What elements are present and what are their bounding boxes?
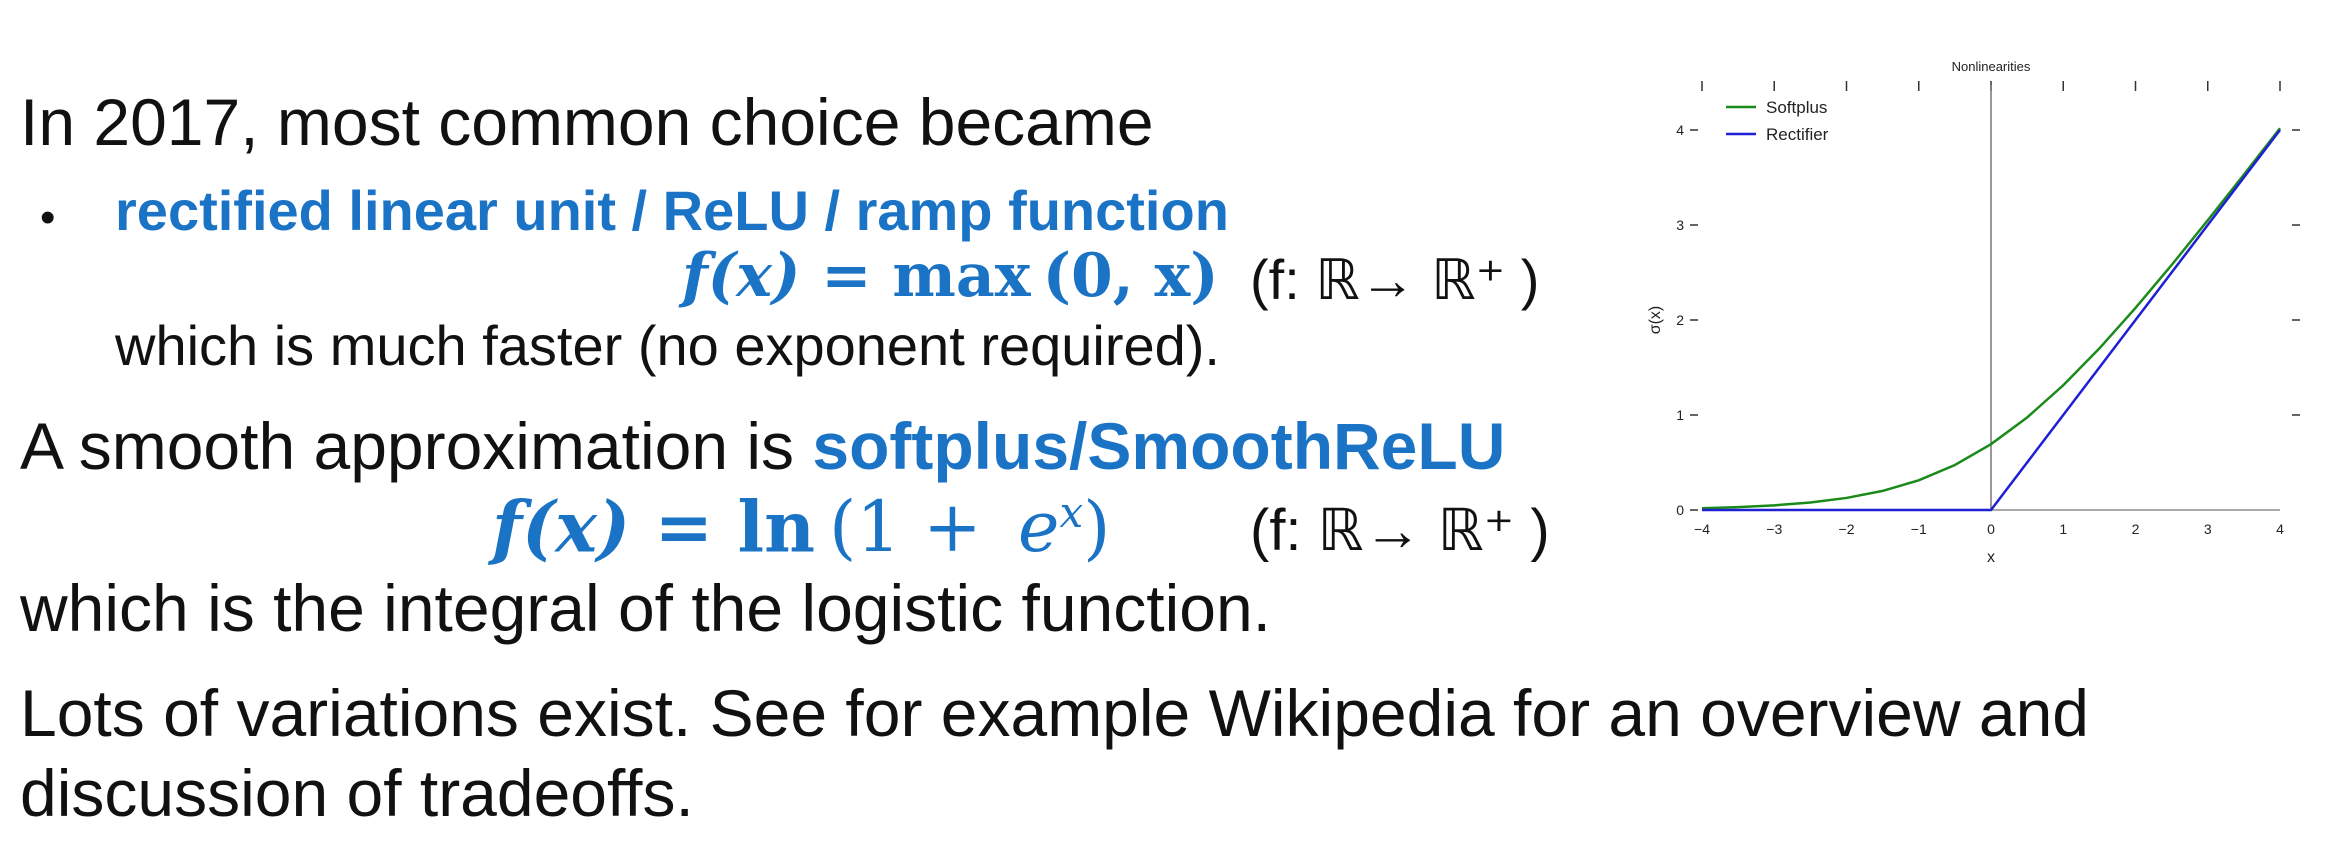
relu-formula-args: (0, x) [1042,241,1219,311]
chart-title: Nonlinearities [1952,59,2031,74]
y-axis-label: σ(x) [1647,306,1664,335]
x-axis-label: x [1987,549,1995,566]
y-tick-label: 3 [1676,217,1684,233]
relu-domain: (f: ℝ→ ℝ⁺ ) [1250,248,1540,311]
x-tick-label: 0 [1987,521,1995,537]
series-line-softplus [1701,127,2281,510]
softplus-formula-open: (1 + [829,486,1004,569]
x-tick-label: −3 [1766,521,1782,537]
softplus-formula: f(x) = ln(1 + ex) [492,492,1110,563]
relu-note: which is much faster (no exponent requir… [115,314,1220,377]
x-tick-label: 1 [2059,521,2067,537]
softplus-domain: (f: ℝ→ ℝ⁺ ) [1250,498,1550,563]
heading-line-2017: In 2017, most common choice became [20,85,1154,159]
softplus-formula-close: ) [1083,486,1111,569]
legend-label-rectifier: Rectifier [1766,125,1829,144]
y-tick-label: 2 [1676,312,1684,328]
softplus-formula-base: e [1018,486,1060,569]
bullet-dot: • [40,193,56,242]
relu-bullet-title: rectified linear unit / ReLU / ramp func… [115,179,1229,242]
legend-label-softplus: Softplus [1766,98,1827,117]
variations-line-1: Lots of variations exist. See for exampl… [20,676,2090,750]
softplus-name: softplus/SmoothReLU [812,409,1506,483]
nonlinearities-chart: Nonlinearities −4 −3 −2 −1 0 1 2 3 4 0 1 2 3 4 x σ(x) Sof… [1647,59,2300,566]
softplus-formula-eq: = [630,485,738,569]
x-tick-label: −4 [1694,521,1710,537]
x-tick-label: −2 [1839,521,1855,537]
x-tick-label: 3 [2204,521,2212,537]
integral-note: which is the integral of the logistic fu… [20,571,1272,645]
softplus-formula-exp: x [1059,488,1084,537]
relu-formula-lhs: f(x) [682,241,801,311]
relu-formula: f(x) = max(0, x) [682,246,1219,306]
smooth-approx-prefix: A smooth approximation is [20,409,813,483]
relu-formula-eq: = [800,241,893,311]
relu-formula-fn: max [892,241,1031,311]
series-line-rectifier [1702,129,2281,512]
smooth-approx-line: A smooth approximation is softplus/Smoot… [20,413,1505,479]
softplus-formula-lhs: f(x) [492,485,631,569]
x-tick-label: 4 [2276,521,2284,537]
y-tick-label: 1 [1676,407,1684,423]
x-tick-label: 2 [2132,521,2140,537]
softplus-formula-fn: ln [737,485,816,569]
y-tick-label: 4 [1676,122,1684,138]
variations-line-2: discussion of tradeoffs. [20,756,694,830]
x-tick-label: −1 [1911,521,1927,537]
y-tick-label: 0 [1676,502,1684,518]
